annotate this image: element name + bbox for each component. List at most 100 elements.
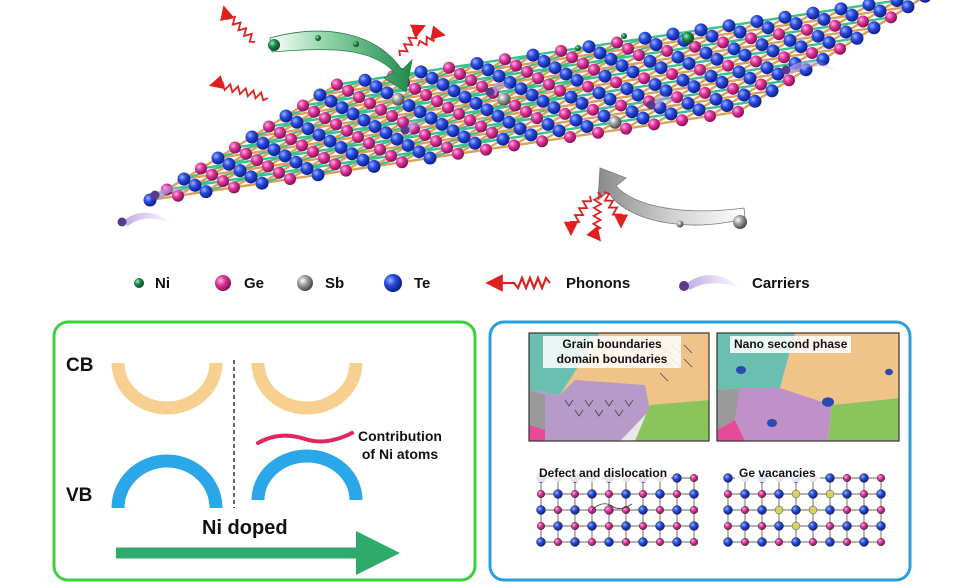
te-atom [760, 61, 774, 75]
te-atom [722, 19, 736, 33]
te-atom [290, 115, 304, 129]
legend-sb: Sb [325, 272, 344, 294]
cb-band-doped [251, 362, 363, 415]
lattice-atoms [143, 0, 931, 207]
ge-atom [690, 474, 699, 483]
te-atom [842, 521, 852, 531]
ge-atom [860, 490, 869, 499]
te-atom [740, 521, 750, 531]
te-atom [357, 113, 371, 127]
defect-dislocation-tile [536, 473, 699, 547]
vacancy [825, 489, 835, 499]
te-atom [817, 12, 831, 26]
te-atom [638, 537, 648, 547]
legend-te: Te [414, 272, 430, 294]
bond [487, 54, 534, 71]
carrier-trail [122, 212, 174, 226]
te-atom [825, 505, 835, 515]
vb-band-undoped [111, 454, 223, 509]
legend-ge: Ge [244, 272, 264, 294]
bond [452, 115, 499, 132]
te-atom [598, 69, 612, 83]
ge-atom [476, 80, 488, 93]
te-atom [575, 96, 589, 110]
te-atom [743, 71, 757, 85]
ge-atom [353, 91, 365, 104]
te-atom [289, 155, 303, 169]
te-atom [873, 4, 887, 18]
bond [520, 73, 567, 90]
ge-atom [834, 42, 846, 55]
ge-atom [342, 84, 354, 97]
ge-atom [431, 95, 443, 108]
bond [453, 75, 500, 92]
bond [407, 129, 454, 147]
te-atom [659, 84, 673, 98]
bond [429, 142, 476, 159]
ge-atom [499, 53, 511, 66]
te-atom [808, 489, 818, 499]
ge-atom [240, 147, 252, 160]
ge-atom [620, 122, 632, 135]
ge-atom [374, 143, 386, 156]
grain [828, 398, 899, 441]
bond [239, 154, 286, 172]
precipitate [767, 419, 777, 427]
grain [717, 420, 745, 441]
ge-atom [480, 143, 492, 156]
legend-ni-label: Ni [155, 274, 170, 292]
bond [285, 100, 332, 117]
ge-atom [555, 44, 567, 57]
band-panel-border [52, 320, 477, 582]
te-atom [548, 61, 562, 75]
bond [408, 89, 455, 107]
phonon-squiggle [220, 5, 256, 43]
te-atom [723, 505, 733, 515]
te-atom [604, 537, 614, 547]
te-atom [723, 537, 733, 547]
dislocation-line [591, 503, 633, 511]
te-atom [621, 489, 631, 499]
ge-atom [430, 135, 442, 148]
te-atom [604, 505, 614, 515]
te-atom [211, 151, 225, 165]
te-atom [222, 157, 236, 171]
phonon-squiggle [398, 24, 427, 57]
te-atom [850, 31, 864, 45]
bond [317, 159, 364, 176]
te-atom [791, 505, 801, 515]
te-atom [380, 86, 394, 100]
ge-atom [666, 68, 678, 80]
te-atom [311, 168, 325, 182]
cb-label: CB [66, 355, 94, 376]
ge-atom [775, 538, 784, 547]
bond [610, 43, 657, 61]
dislocation-mark [564, 399, 574, 407]
ge-atom [465, 74, 477, 87]
ge-atom [656, 538, 665, 547]
te-atom [704, 69, 718, 83]
tile-border [716, 332, 900, 442]
ge-atom [582, 80, 594, 93]
ge-atom [206, 168, 218, 181]
ge-atom [778, 51, 790, 64]
te-atom [732, 65, 746, 79]
bond [340, 131, 387, 149]
grain [635, 400, 709, 441]
te-atom [689, 521, 699, 531]
ge-atom [341, 124, 353, 137]
ge-atom [648, 118, 660, 131]
ge-atom [364, 97, 376, 110]
grey-arrow [597, 167, 747, 229]
te-atom [278, 149, 292, 163]
bond [554, 52, 601, 69]
phonon-squiggle [417, 25, 446, 47]
bond [205, 175, 252, 193]
ge-atom [571, 522, 580, 531]
te-atom [876, 521, 886, 531]
bond [362, 144, 409, 162]
ge-atom [195, 162, 207, 175]
te-atom [636, 111, 650, 125]
te-atom [492, 69, 506, 83]
grain-boundaries-title: Grain boundaries domain boundaries [543, 336, 681, 368]
